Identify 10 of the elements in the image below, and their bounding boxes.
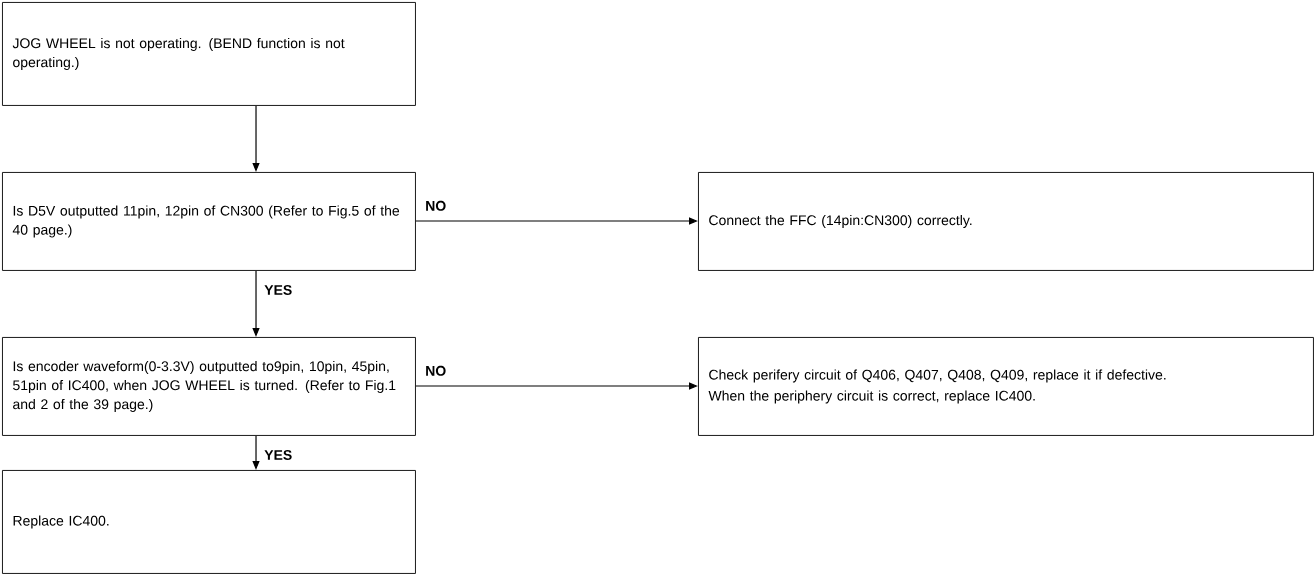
process-box: Connect the FFC (14pin:CN300) correctly. — [698, 172, 1314, 271]
process-box: JOG WHEEL is not operating. (BEND function is not operating.) — [2, 2, 416, 106]
process-box: Is encoder waveform(0-3.3V) outputted to9pin, 10pin, 45pin, 51pin of IC400, when JOG WHEEL is turned. (Refer to Fig.1 and 2 of the 39 page.) — [2, 337, 416, 436]
process-box: Replace IC400. — [2, 470, 416, 574]
process-box: Is D5V outputted 11pin, 12pin of CN300 (Refer to Fig.5 of the 40 page.) — [2, 172, 416, 271]
edge-label: NO — [426, 365, 446, 376]
edge-label: YES — [264, 285, 292, 295]
edge-label: NO — [426, 200, 446, 211]
edge-label: YES — [264, 450, 292, 460]
process-box: Check perifery circuit of Q406, Q407, Q408, Q409, replace it if defective. When the periphery circuit is correct, replace IC400. — [698, 337, 1314, 436]
